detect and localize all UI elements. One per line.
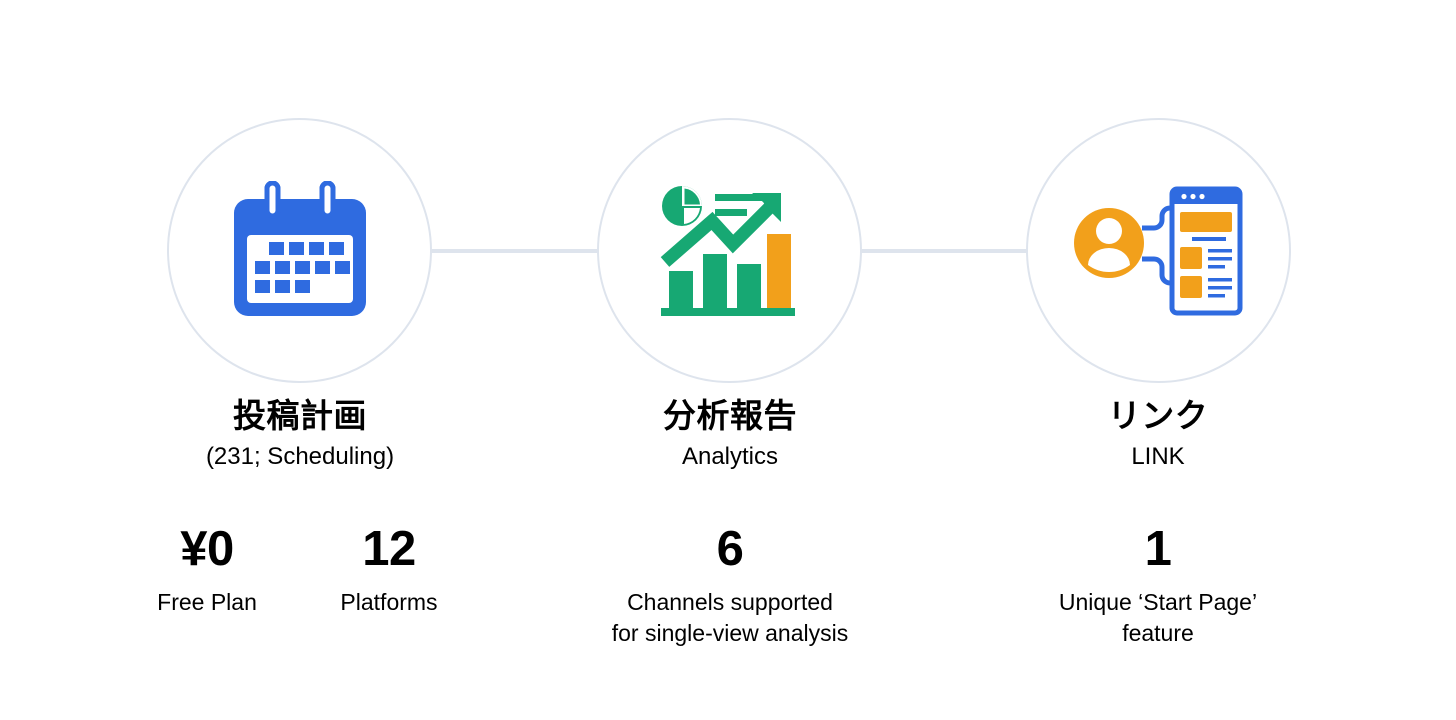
stat-value-platforms: 12 bbox=[362, 522, 416, 576]
node-label-analytics: 分析報告 Analytics bbox=[520, 396, 940, 472]
link-profile-page-icon bbox=[1073, 186, 1242, 315]
stat-caption-free-plan: Free Plan bbox=[157, 589, 257, 616]
node-circle-link[interactable] bbox=[1026, 118, 1291, 383]
node-label-scheduling: 投稿計画 (231; Scheduling) bbox=[90, 396, 510, 472]
analytics-chart-icon bbox=[660, 185, 795, 316]
node-label-link: リンク LINK bbox=[948, 396, 1368, 472]
calendar-icon bbox=[233, 180, 366, 316]
stat-start-page: 1 Unique ‘Start Page’ feature bbox=[978, 522, 1338, 648]
stat-value-channels: 6 bbox=[716, 522, 744, 576]
pie-chart-glyph bbox=[661, 185, 702, 226]
stat-channels: 6 Channels supported for single-view ana… bbox=[530, 522, 930, 648]
stat-platforms: 12 Platforms bbox=[294, 522, 484, 618]
node-circle-scheduling[interactable] bbox=[167, 118, 432, 383]
node-circle-analytics[interactable] bbox=[597, 118, 862, 383]
stat-caption-start-page: Unique ‘Start Page’ feature bbox=[1058, 589, 1258, 646]
node-subtitle-analytics: Analytics bbox=[681, 443, 779, 471]
stat-caption-channels: Channels supported for single-view analy… bbox=[611, 589, 849, 646]
node-title-link: リンク bbox=[1107, 397, 1209, 434]
stat-free-plan: ¥0 Free Plan bbox=[112, 522, 302, 618]
stat-value-start-page: 1 bbox=[1144, 522, 1172, 576]
browser-window-glyph bbox=[1169, 186, 1242, 315]
user-avatar-icon bbox=[1073, 207, 1144, 278]
node-title-analytics: 分析報告 bbox=[663, 397, 797, 434]
node-title-scheduling: 投稿計画 bbox=[233, 397, 367, 434]
stat-caption-platforms: Platforms bbox=[340, 589, 438, 616]
node-subtitle-scheduling: (231; Scheduling) bbox=[205, 443, 395, 471]
stat-value-free-plan: ¥0 bbox=[180, 522, 234, 576]
node-subtitle-link: LINK bbox=[1131, 443, 1185, 471]
